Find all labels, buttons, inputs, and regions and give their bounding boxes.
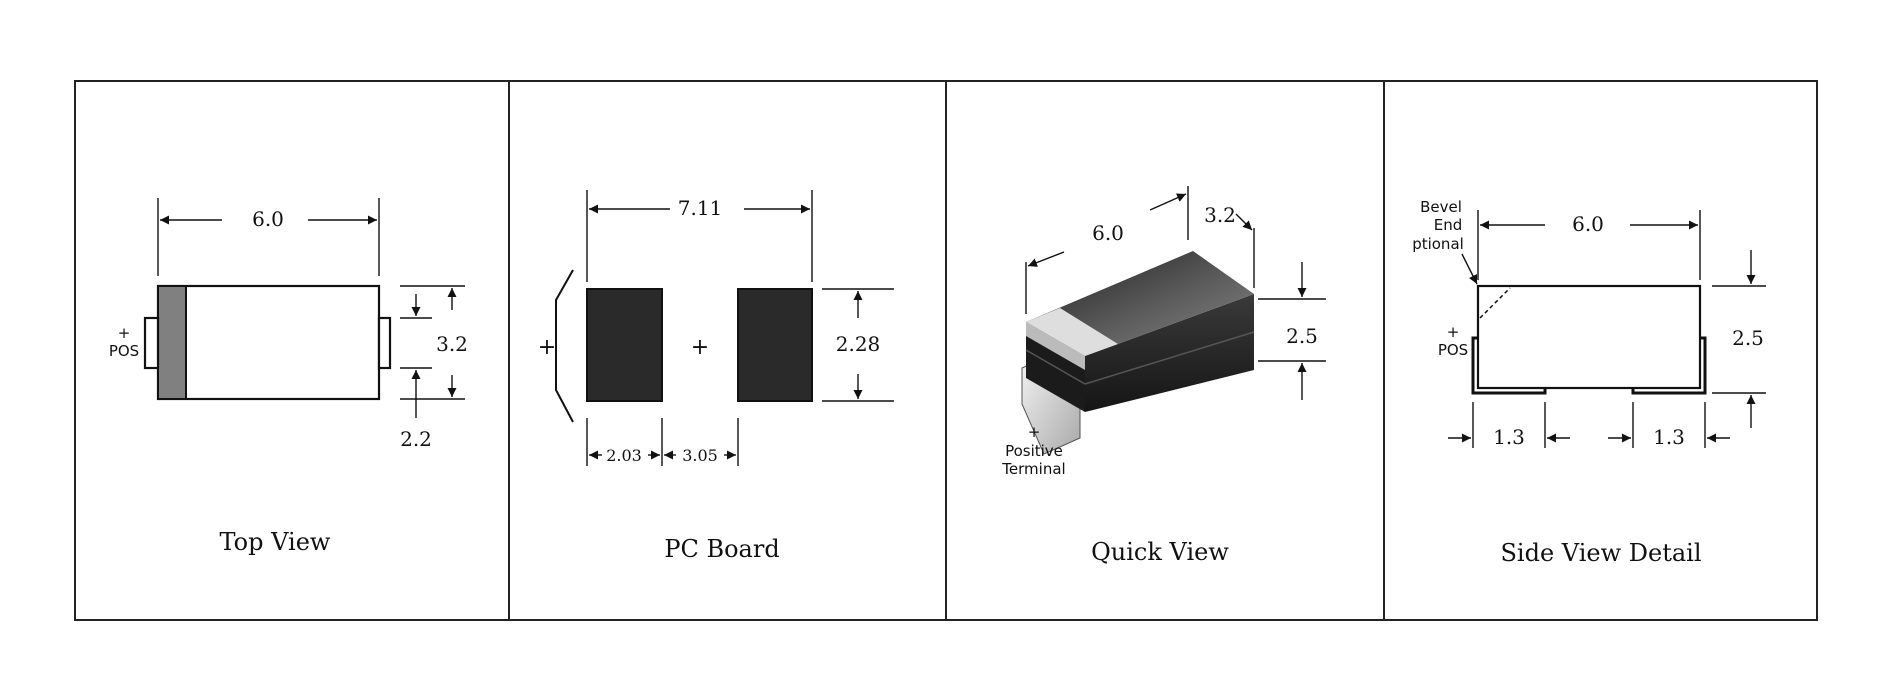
panel-frame-side-view [1383, 80, 1818, 621]
pcb-plus-mid: + [691, 335, 709, 360]
quick-view-panel: 6.0 3.2 2.5 + Positive Terminal Quick Vi… [1001, 186, 1326, 566]
side-view-panel: Bevel End ptional 6.0 + POS 2.5 1.3 [1412, 198, 1766, 567]
top-view-caption: Top View [220, 528, 331, 556]
quick-height-label: 2.5 [1286, 324, 1318, 348]
package-body-side [1476, 284, 1702, 390]
pcb-gap-label: 3.05 [682, 446, 718, 465]
package-body [156, 284, 381, 401]
terminal-plus-sign: + [1028, 423, 1041, 441]
top-lead-label: 2.2 [400, 427, 432, 451]
quick-width-label: 3.2 [1204, 203, 1236, 227]
cathode-stripe [1026, 308, 1118, 356]
terminal-label-line2: Terminal [1001, 460, 1065, 478]
polarity-bracket [555, 269, 574, 423]
quick-view-caption: Quick View [1091, 538, 1229, 566]
pcb-span-label: 7.11 [678, 196, 723, 220]
lead-left [143, 316, 160, 370]
package-seam [1084, 331, 1255, 385]
pad-left [586, 288, 663, 402]
pcb-plus-left: + [538, 335, 556, 360]
side-lead-right-label: 1.3 [1653, 425, 1685, 449]
pc-board-caption: PC Board [664, 535, 779, 563]
side-height-label: 2.5 [1732, 326, 1764, 350]
lead-left-side [1471, 336, 1547, 395]
side-pos-label: POS [1438, 341, 1468, 359]
pad-right [737, 288, 813, 402]
cathode-stripe-front [1026, 322, 1085, 370]
leader-arrow [1461, 253, 1478, 285]
pos-plus-sign: + [118, 324, 131, 342]
top-length-label: 6.0 [252, 207, 284, 231]
lead-right-side [1631, 336, 1707, 395]
bevel-dashed-line [1479, 287, 1511, 319]
side-lead-left-label: 1.3 [1493, 425, 1525, 449]
terminal-label-line1: Positive [1005, 442, 1063, 460]
bevel-note-line1: Bevel [1420, 198, 1462, 216]
dimension-arrow [1235, 213, 1253, 231]
quick-length-label: 6.0 [1092, 221, 1124, 245]
cathode-band [157, 285, 187, 400]
side-pos-plus-sign: + [1447, 323, 1460, 341]
bevel-note-line3: ptional [1412, 235, 1464, 253]
side-length-label: 6.0 [1572, 212, 1604, 236]
pos-label: POS [109, 342, 139, 360]
pc-board-panel: 7.11 + + 2.28 2.03 3.05 PC Board [538, 190, 894, 563]
package-long-face [1085, 294, 1254, 412]
lead-right [377, 316, 392, 370]
dimension-arrow [1149, 193, 1187, 211]
pcb-pad-height-label: 2.28 [836, 332, 881, 356]
side-view-caption: Side View Detail [1500, 539, 1701, 567]
top-view-panel: 6.0 + POS 3.2 2.2 Top View [109, 198, 468, 556]
bevel-note-line2: End [1434, 216, 1463, 234]
pcb-pad-width-label: 2.03 [606, 446, 642, 465]
dimension-arrow [1027, 251, 1065, 267]
package-seam [1025, 349, 1086, 385]
top-width-label: 3.2 [436, 332, 468, 356]
